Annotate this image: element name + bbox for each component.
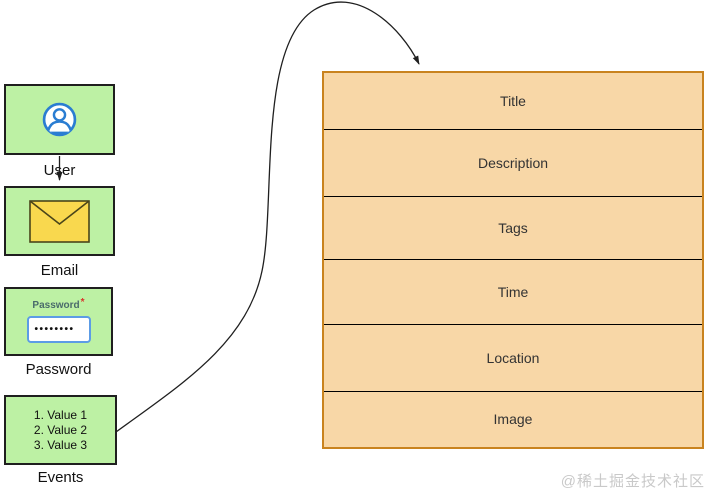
node-events-label: Events: [37, 469, 84, 486]
table-row-tags: Tags: [324, 197, 702, 261]
table-row-title: Title: [324, 73, 702, 131]
node-email: [4, 186, 115, 256]
password-field-label: Password*: [32, 297, 85, 311]
masked-password-dots: ••••••••: [34, 324, 75, 335]
node-password-label: Password: [25, 361, 92, 378]
password-input: ••••••••: [26, 316, 91, 343]
node-user: [4, 84, 115, 155]
entity-table: Title Description Tags Time Location Ima…: [322, 71, 704, 449]
envelope-icon: [29, 199, 90, 243]
node-user-label: User: [43, 162, 76, 179]
events-value-list: 1. Value 1 2. Value 2 3. Value 3: [34, 408, 87, 453]
table-row-time: Time: [324, 260, 702, 326]
watermark: @稀土掘金技术社区: [560, 473, 705, 490]
required-asterisk: *: [80, 297, 85, 308]
table-row-location: Location: [324, 325, 702, 392]
node-email-label: Email: [40, 262, 79, 279]
user-circle-icon: [41, 101, 78, 138]
list-item: 1. Value 1: [33, 407, 88, 422]
list-item: 2. Value 2: [33, 422, 88, 437]
table-row-description: Description: [324, 130, 702, 198]
node-password: Password* ••••••••: [4, 287, 113, 356]
list-item: 3. Value 3: [33, 437, 88, 452]
node-events: 1. Value 1 2. Value 2 3. Value 3: [4, 395, 117, 465]
table-row-image: Image: [493, 411, 533, 428]
